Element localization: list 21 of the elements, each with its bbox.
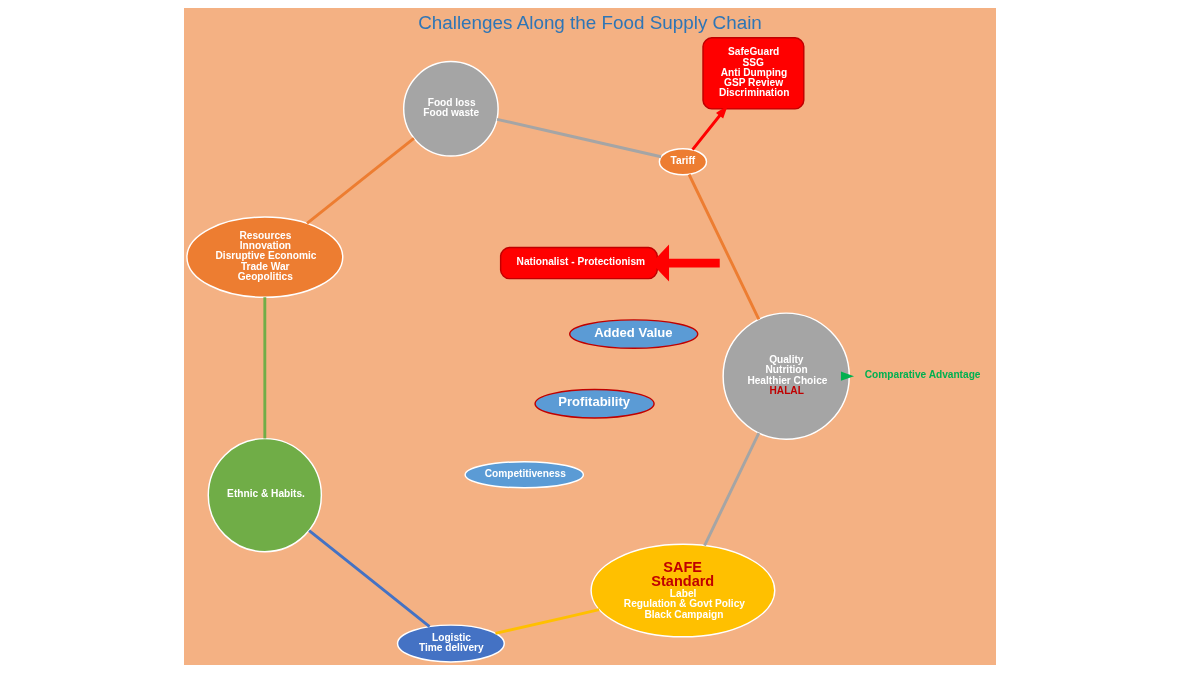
node-ellipse: Logistic Time delivery: [396, 624, 505, 663]
arrow: [690, 105, 728, 151]
node-text: Comparative Advantage: [864, 369, 980, 381]
connector: [262, 297, 266, 439]
node-ellipse: Added Value: [568, 319, 698, 350]
diagram-title: Challenges Along the Food Supply Chain: [417, 11, 762, 33]
node-box: Nationalist - Protectionism: [499, 246, 658, 280]
connector: [496, 117, 661, 159]
node-ellipse: Profitability: [533, 388, 655, 419]
node-circle: Ethnic & Habits.: [207, 437, 322, 553]
connector: [307, 529, 430, 628]
node-circle: Food loss Food waste: [402, 60, 499, 157]
connector: [305, 137, 415, 225]
node-ellipse: SAFE Standard Label Regulation & Govt Policy Black Campaign: [589, 543, 775, 638]
connector: [687, 173, 760, 320]
connector: [494, 608, 599, 635]
node-box: SafeGuard SSG Anti Dumping GSP Review Discrimination: [701, 37, 804, 110]
node-ellipse: Tariff: [658, 147, 707, 176]
connector: [702, 432, 760, 547]
node-ellipse: Competitiveness: [463, 461, 584, 489]
node-ellipse: Resources Innovation Disruptive Economic Trade War Geopolitics: [185, 216, 343, 298]
